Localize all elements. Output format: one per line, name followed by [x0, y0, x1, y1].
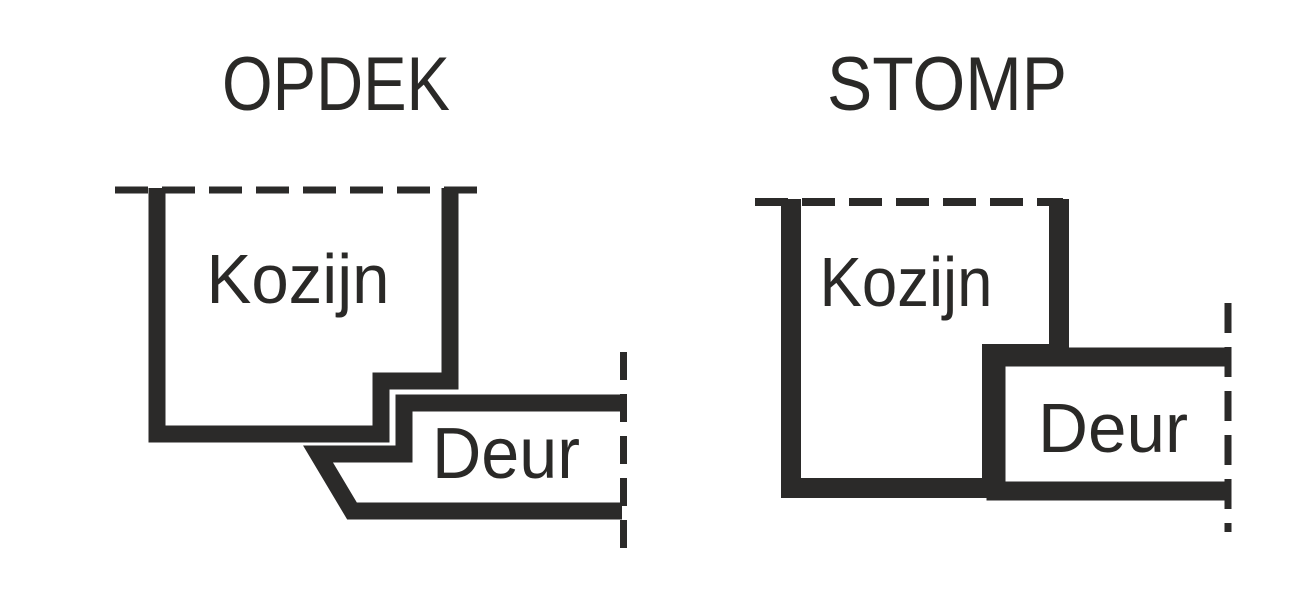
- stomp-door-label: Deur: [1038, 389, 1188, 467]
- stomp-diagram: STOMP Kozijn Deur: [755, 42, 1232, 532]
- opdek-frame-outline: [148, 188, 459, 443]
- stomp-door-outline: [986, 347, 1225, 501]
- stomp-frame-label: Kozijn: [820, 243, 993, 321]
- opdek-door-label: Deur: [432, 414, 580, 494]
- stomp-title: STOMP: [827, 42, 1067, 127]
- opdek-diagram: OPDEK Kozijn Deur: [115, 42, 627, 552]
- opdek-frame-label: Kozijn: [207, 240, 390, 318]
- opdek-title: OPDEK: [222, 42, 450, 127]
- opdek-door-outline: [303, 394, 622, 520]
